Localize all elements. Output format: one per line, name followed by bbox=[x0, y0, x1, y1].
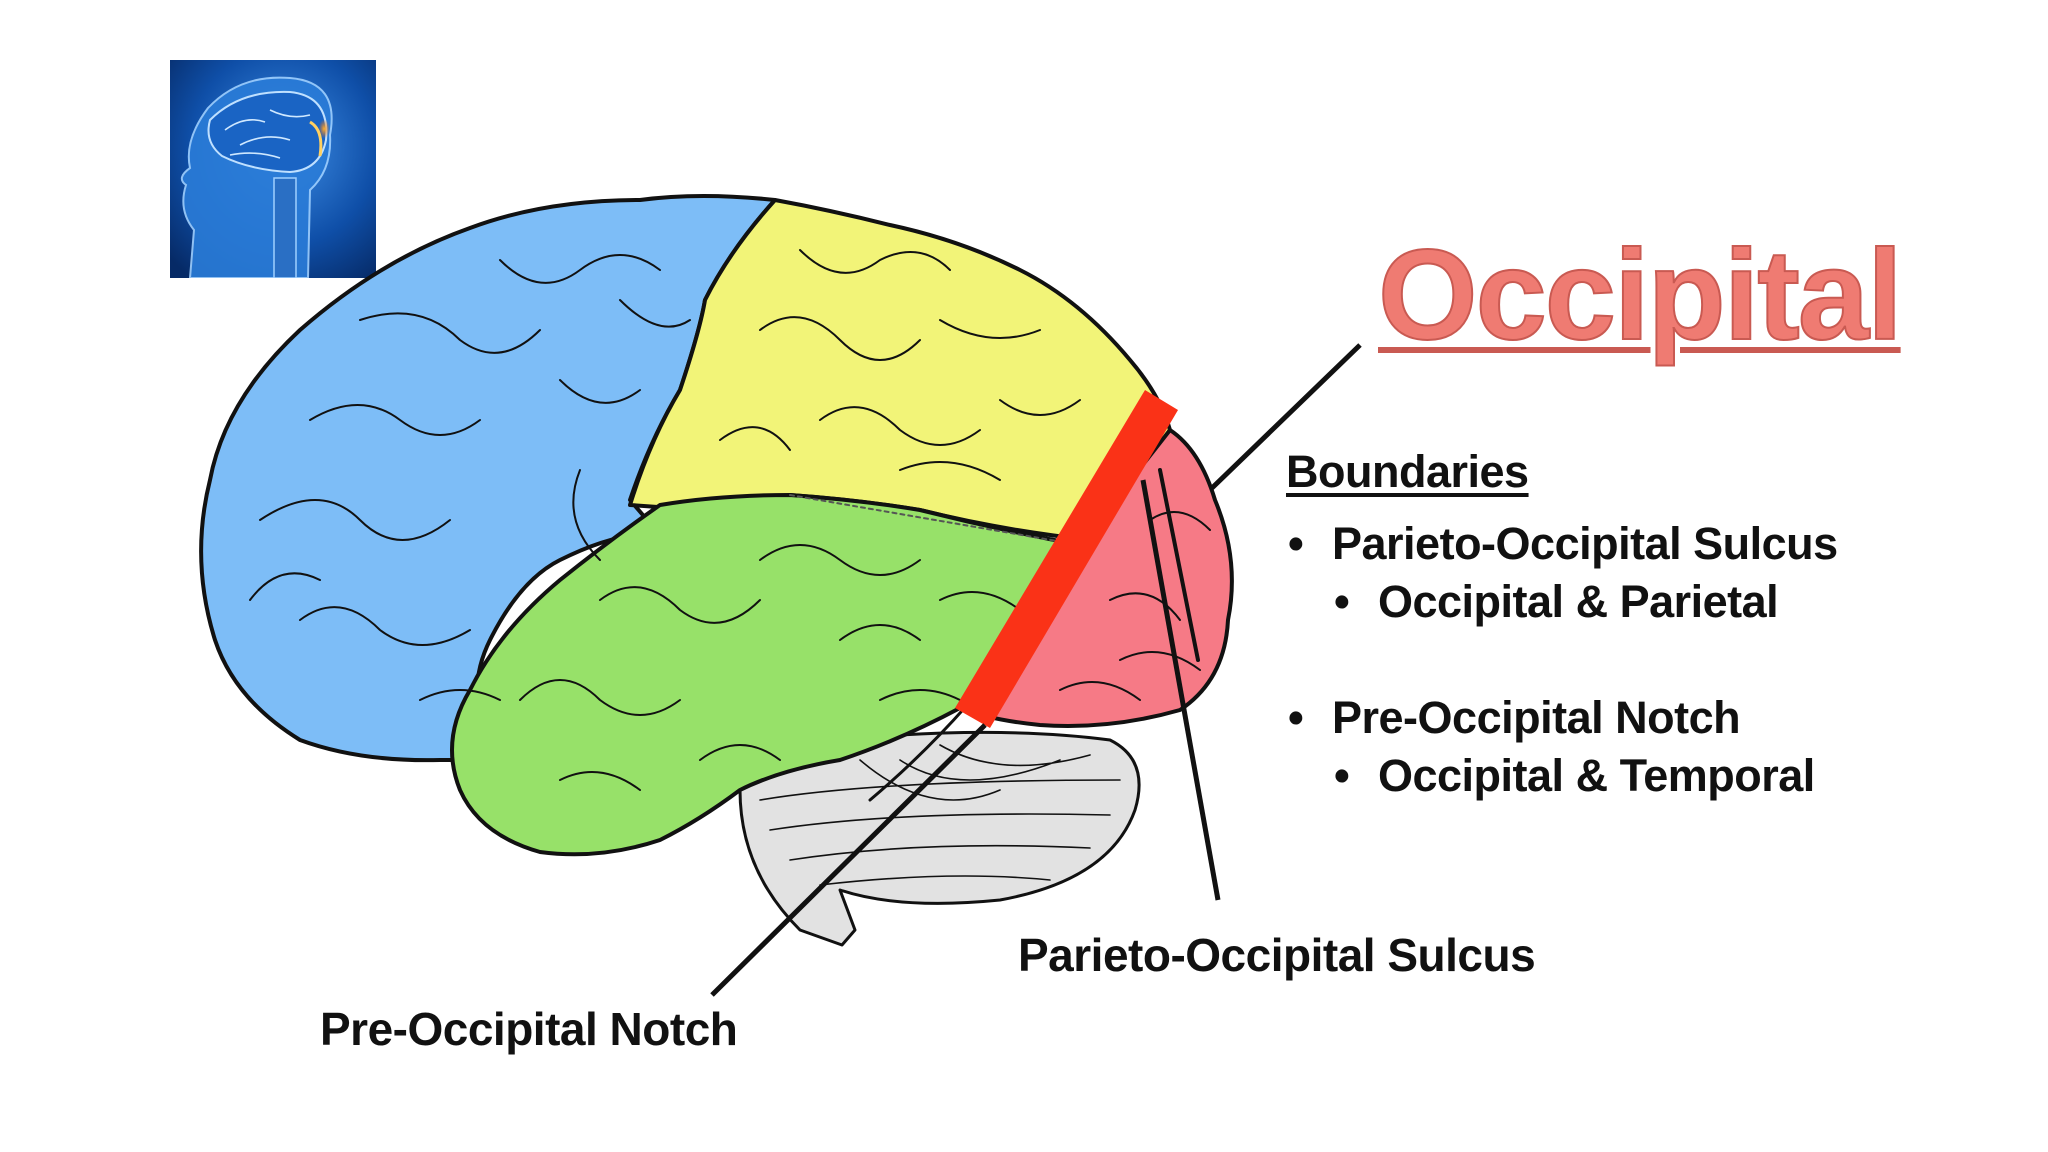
head-brain-thumbnail-icon bbox=[170, 60, 376, 278]
label-parieto-occipital-sulcus: Parieto-Occipital Sulcus bbox=[1018, 929, 1536, 981]
boundaries-heading: Boundaries bbox=[1286, 446, 1529, 497]
boundary-item-parieto-occipital-sulcus: Parieto-Occipital Sulcus bbox=[1288, 518, 1838, 570]
boundary-item-pre-occipital-notch: Pre-Occipital Notch bbox=[1288, 692, 1741, 744]
temporal-lobe-region bbox=[450, 493, 1082, 857]
sulcus-pointer-line bbox=[1140, 479, 1221, 901]
title-pointer-line bbox=[1210, 343, 1362, 490]
boundary-subitem-occipital-parietal: Occipital & Parietal bbox=[1334, 576, 1779, 628]
notch-pointer-line bbox=[710, 723, 987, 997]
slide-title: Occipital bbox=[1377, 223, 1904, 368]
boundary-marker bbox=[955, 390, 1178, 728]
label-pre-occipital-notch: Pre-Occipital Notch bbox=[320, 1003, 738, 1055]
boundary-subitem-occipital-temporal: Occipital & Temporal bbox=[1334, 750, 1815, 802]
